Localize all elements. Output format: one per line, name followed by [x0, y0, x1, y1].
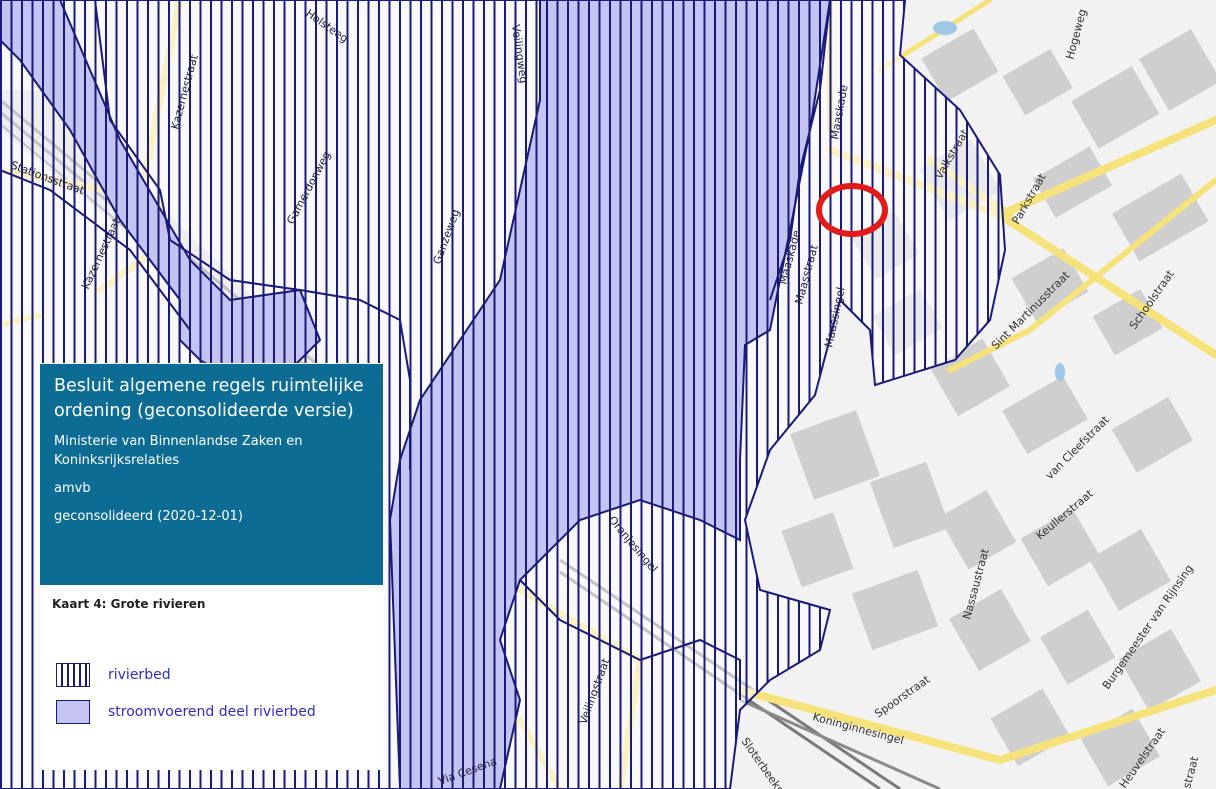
authority-text: Ministerie van Binnenlandse Zaken en Kon…: [54, 434, 303, 468]
filled-swatch-icon: [56, 700, 90, 724]
hatched-swatch-icon: [56, 663, 90, 687]
location-highlight-marker[interactable]: [816, 183, 888, 237]
map-name: Kaart 4: Grote rivieren: [52, 597, 206, 611]
legend-header: Besluit algemene regels ruimtelijke orde…: [40, 364, 383, 585]
zone-outlines: [0, 0, 831, 700]
legend-item-label: stroomvoerend deel rivierbed: [108, 704, 316, 720]
legend-item-stroomvoerend[interactable]: stroomvoerend deel rivierbed: [52, 700, 371, 724]
legend-body: Kaart 4: Grote rivieren rivierbed stroom…: [40, 585, 383, 724]
regulation-status: geconsolideerd (2020-12-01): [54, 509, 243, 524]
regulation-type: amvb: [54, 481, 91, 496]
water: [933, 21, 1065, 381]
legend-panel: Besluit algemene regels ruimtelijke orde…: [40, 363, 383, 770]
legend-item-rivierbed[interactable]: rivierbed: [52, 663, 371, 687]
legend-items: rivierbed stroomvoerend deel rivierbed: [52, 663, 371, 724]
legend-item-label: rivierbed: [108, 667, 171, 683]
regulation-title: Besluit algemene regels ruimtelijke orde…: [54, 376, 364, 421]
